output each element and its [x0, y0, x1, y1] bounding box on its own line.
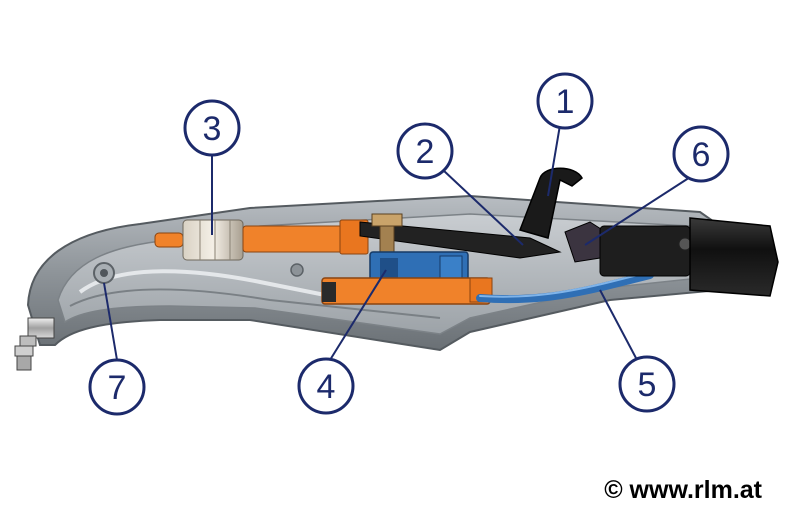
- orange-rod-assembly: [154, 219, 369, 261]
- callout-label-4: 4: [317, 368, 336, 406]
- blue-hose: [476, 271, 654, 304]
- callout-1: 1: [536, 72, 594, 130]
- switch-cartridge: [564, 221, 692, 277]
- callout-label-3: 3: [203, 110, 222, 148]
- callout-label-2: 2: [416, 133, 435, 171]
- orange-lower-bar: [321, 277, 493, 305]
- housing-rib-shadow: [69, 288, 441, 319]
- screw-boss-2: [290, 263, 304, 277]
- callout-7: 7: [88, 358, 146, 416]
- callout-2: 2: [396, 122, 454, 180]
- leader-lines: [103, 124, 699, 361]
- callout-label-6: 6: [692, 136, 711, 174]
- rear-nozzle: [689, 217, 779, 297]
- copyright-text: © www.rlm.at: [604, 476, 762, 504]
- callout-label-7: 7: [108, 369, 127, 407]
- callout-5: 5: [618, 355, 676, 413]
- trigger: [519, 167, 583, 239]
- callout-label-5: 5: [638, 366, 657, 404]
- callout-label-1: 1: [556, 83, 575, 121]
- callout-3: 3: [183, 99, 241, 157]
- callout-4: 4: [297, 357, 355, 415]
- lever-arm: [359, 213, 562, 259]
- tip-connector: [14, 317, 55, 371]
- callout-6: 6: [672, 125, 730, 183]
